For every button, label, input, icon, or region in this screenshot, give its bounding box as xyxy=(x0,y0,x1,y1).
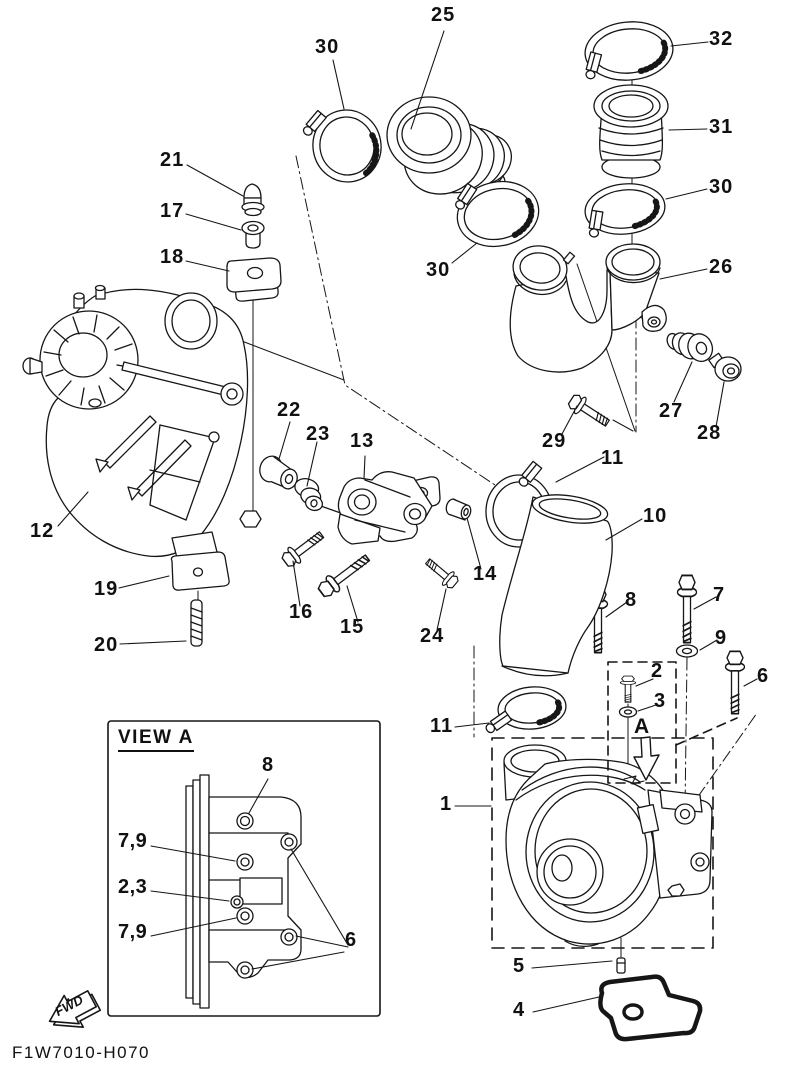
view-a-title: VIEW A xyxy=(118,728,194,752)
callout-8: 8 xyxy=(625,589,638,611)
callout-30-top-left: 30 xyxy=(315,36,340,58)
hose-clamp-11-lower xyxy=(485,686,567,734)
callout-20: 20 xyxy=(94,634,119,656)
callout-32: 32 xyxy=(709,28,734,50)
callout-15: 15 xyxy=(340,616,365,638)
dashed-boxes xyxy=(491,661,738,949)
callout-31: 31 xyxy=(709,116,734,138)
view-a-label-23: 2,3 xyxy=(118,876,148,898)
diagram-code: F1W7010-H070 xyxy=(12,1043,151,1062)
callout-13: 13 xyxy=(350,430,375,452)
callout-16: 16 xyxy=(289,601,314,623)
turbocharger-drawing xyxy=(503,744,713,948)
section-arrow xyxy=(633,736,660,781)
callout-30-lower: 30 xyxy=(426,259,451,281)
callout-22: 22 xyxy=(277,399,302,421)
view-a-box xyxy=(107,720,381,1017)
callout-18: 18 xyxy=(160,246,185,268)
gasket-drawing xyxy=(598,974,703,1042)
callout-25: 25 xyxy=(431,4,456,26)
button-bolt-drawing xyxy=(708,352,742,382)
callout-27: 27 xyxy=(659,400,684,422)
callout-21: 21 xyxy=(160,149,185,171)
cap-nut-drawing xyxy=(241,183,265,217)
callout-17: 17 xyxy=(160,200,185,222)
grommet-drawing xyxy=(241,220,265,249)
rubber-mount-drawing xyxy=(226,257,282,302)
bellows-hose-drawing xyxy=(386,96,512,195)
view-a-label-79-lower: 7,9 xyxy=(118,921,148,943)
bracket-drawing xyxy=(317,471,441,545)
callout-29: 29 xyxy=(542,430,567,452)
callout-1: 1 xyxy=(440,793,453,815)
intake-case-drawing xyxy=(22,284,262,563)
collar-14-drawing xyxy=(445,498,472,521)
callout-2: 2 xyxy=(651,660,664,682)
callout-4: 4 xyxy=(513,999,526,1021)
callout-7: 7 xyxy=(713,584,726,606)
callout-6: 6 xyxy=(757,665,770,687)
callout-19: 19 xyxy=(94,578,119,600)
rubber-coupling-drawing xyxy=(593,84,669,179)
outlet-hose-drawing xyxy=(485,460,613,734)
washer-9-drawing xyxy=(675,644,699,658)
ribbed-plug-drawing xyxy=(666,332,714,363)
hose-clamp-30-lower xyxy=(455,180,540,248)
leader-lines xyxy=(57,30,758,1013)
stud-bolt-drawing xyxy=(190,599,203,647)
callout-section-a: A xyxy=(634,715,650,738)
callout-12: 12 xyxy=(30,520,55,542)
washer-3-drawing xyxy=(618,706,638,718)
callout-26: 26 xyxy=(709,256,734,278)
fwd-arrow-icon xyxy=(48,990,102,1028)
dowel-pin-drawing xyxy=(616,957,626,974)
elbow-pipe-drawing xyxy=(509,243,667,373)
collar-22-drawing xyxy=(259,455,298,490)
callout-28: 28 xyxy=(697,422,722,444)
callout-9: 9 xyxy=(715,627,728,649)
view-a-label-8: 8 xyxy=(262,754,274,776)
callout-23: 23 xyxy=(306,423,331,445)
view-a-leader-lines xyxy=(150,778,349,970)
callout-11-lower: 11 xyxy=(430,715,454,737)
view-a-flange-drawing xyxy=(185,774,302,1009)
callout-3: 3 xyxy=(654,690,667,712)
callout-10: 10 xyxy=(643,505,668,527)
case-studs xyxy=(22,284,106,408)
hose-clamp-30-top-left xyxy=(302,109,382,183)
view-a-label-6: 6 xyxy=(345,929,357,951)
hose-clamp-30-right xyxy=(584,183,666,238)
callout-30-right: 30 xyxy=(709,176,734,198)
callout-24: 24 xyxy=(420,625,445,647)
hose-clamp-32 xyxy=(584,21,674,81)
callout-5: 5 xyxy=(513,955,526,977)
callout-11-upper: 11 xyxy=(601,447,625,469)
plate-drawing xyxy=(170,551,230,591)
view-a-label-79-upper: 7,9 xyxy=(118,830,148,852)
callout-14: 14 xyxy=(473,563,498,585)
